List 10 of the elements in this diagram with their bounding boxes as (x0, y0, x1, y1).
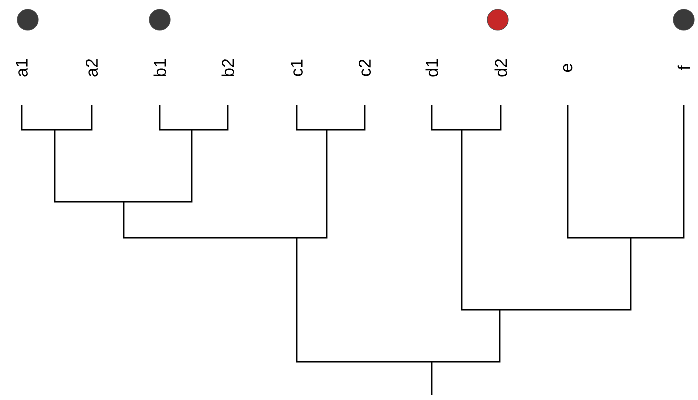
leaf-label: b1 (154, 59, 166, 76)
leaf-label: f (678, 66, 690, 70)
leaf-label: c1 (291, 60, 303, 76)
leaf-label: a1 (16, 59, 28, 77)
leaf-label: d2 (494, 59, 508, 77)
leaf-label: b2 (222, 59, 234, 76)
leaf-label: a2 (86, 59, 98, 77)
leaf-label: d1 (426, 59, 438, 77)
leaf-label: e (563, 64, 573, 72)
leaf-label: c2 (358, 60, 372, 76)
